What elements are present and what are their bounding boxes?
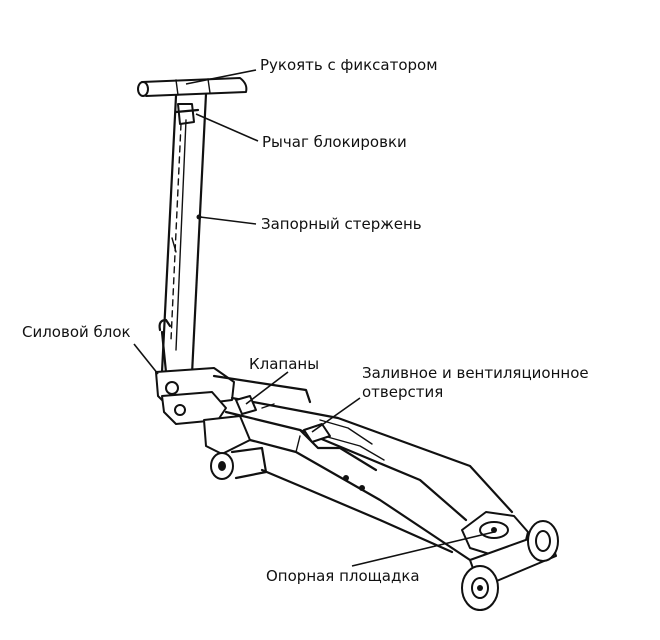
leader-lines bbox=[133, 69, 495, 567]
chassis-frame bbox=[212, 374, 514, 562]
label-power-unit: Силовой блок bbox=[22, 323, 131, 341]
leader-lock-lever bbox=[195, 113, 259, 142]
leader-valves bbox=[245, 371, 289, 405]
label-lock-rod: Запорный стержень bbox=[261, 215, 422, 233]
lock-rod bbox=[171, 214, 202, 253]
leader-lock-rod bbox=[199, 216, 257, 225]
filler-vent-plug bbox=[303, 423, 331, 443]
leader-filler-vent bbox=[311, 397, 361, 433]
handle-grip bbox=[137, 77, 248, 97]
power-unit bbox=[155, 318, 251, 455]
lock-lever bbox=[174, 103, 200, 125]
label-lock-lever: Рычаг блокировки bbox=[262, 133, 407, 151]
label-valves: Клапаны bbox=[249, 355, 320, 373]
front-wheels bbox=[461, 520, 559, 611]
label-handle: Рукоять с фиксатором bbox=[260, 56, 438, 74]
handle-shaft bbox=[160, 92, 208, 376]
label-filler-vent: Заливное и вентиляционное отверстия bbox=[362, 364, 589, 401]
leader-power-unit bbox=[133, 343, 159, 375]
rear-caster bbox=[210, 446, 268, 480]
label-saddle: Опорная площадка bbox=[266, 567, 420, 585]
leader-handle bbox=[185, 69, 257, 85]
leader-saddle bbox=[351, 531, 495, 567]
